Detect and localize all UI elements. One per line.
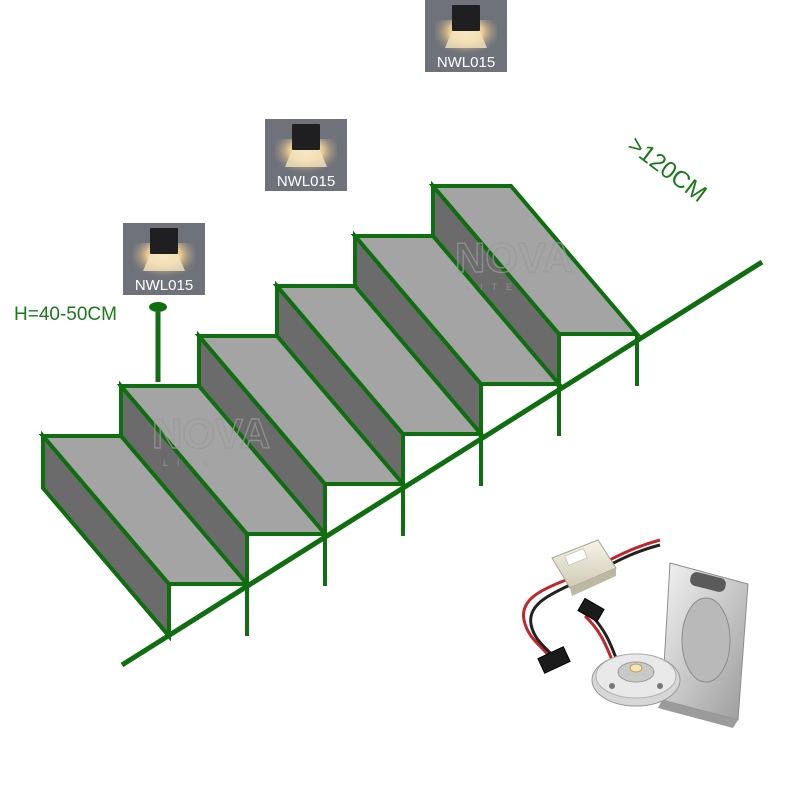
height-label: H=40-50CM — [14, 304, 117, 325]
watermark-upper: NOVA LITE — [454, 233, 574, 292]
led-module-icon — [591, 653, 681, 707]
lamp-label: NWL015 — [277, 173, 335, 190]
lamp-top: NWL015 — [425, 0, 507, 72]
led-driver-icon — [551, 539, 617, 596]
width-label: >120CM — [622, 131, 711, 208]
lamp-bottom: NWL015 — [123, 223, 205, 295]
lamp-label: NWL015 — [135, 277, 193, 294]
height-marker — [149, 302, 167, 382]
svg-text:LITE: LITE — [466, 282, 521, 292]
svg-text:NOVA: NOVA — [152, 410, 270, 457]
product-photo — [522, 538, 749, 728]
lamp-label: NWL015 — [437, 54, 495, 71]
watermark-lower: NOVA LITE — [151, 409, 271, 468]
staircase — [38, 180, 642, 642]
square-aluminium-housing-icon — [658, 562, 749, 728]
lamp-middle: NWL015 — [265, 119, 347, 191]
floor-line — [120, 259, 764, 668]
svg-text:LITE: LITE — [163, 458, 218, 468]
svg-text:NOVA: NOVA — [455, 234, 573, 281]
